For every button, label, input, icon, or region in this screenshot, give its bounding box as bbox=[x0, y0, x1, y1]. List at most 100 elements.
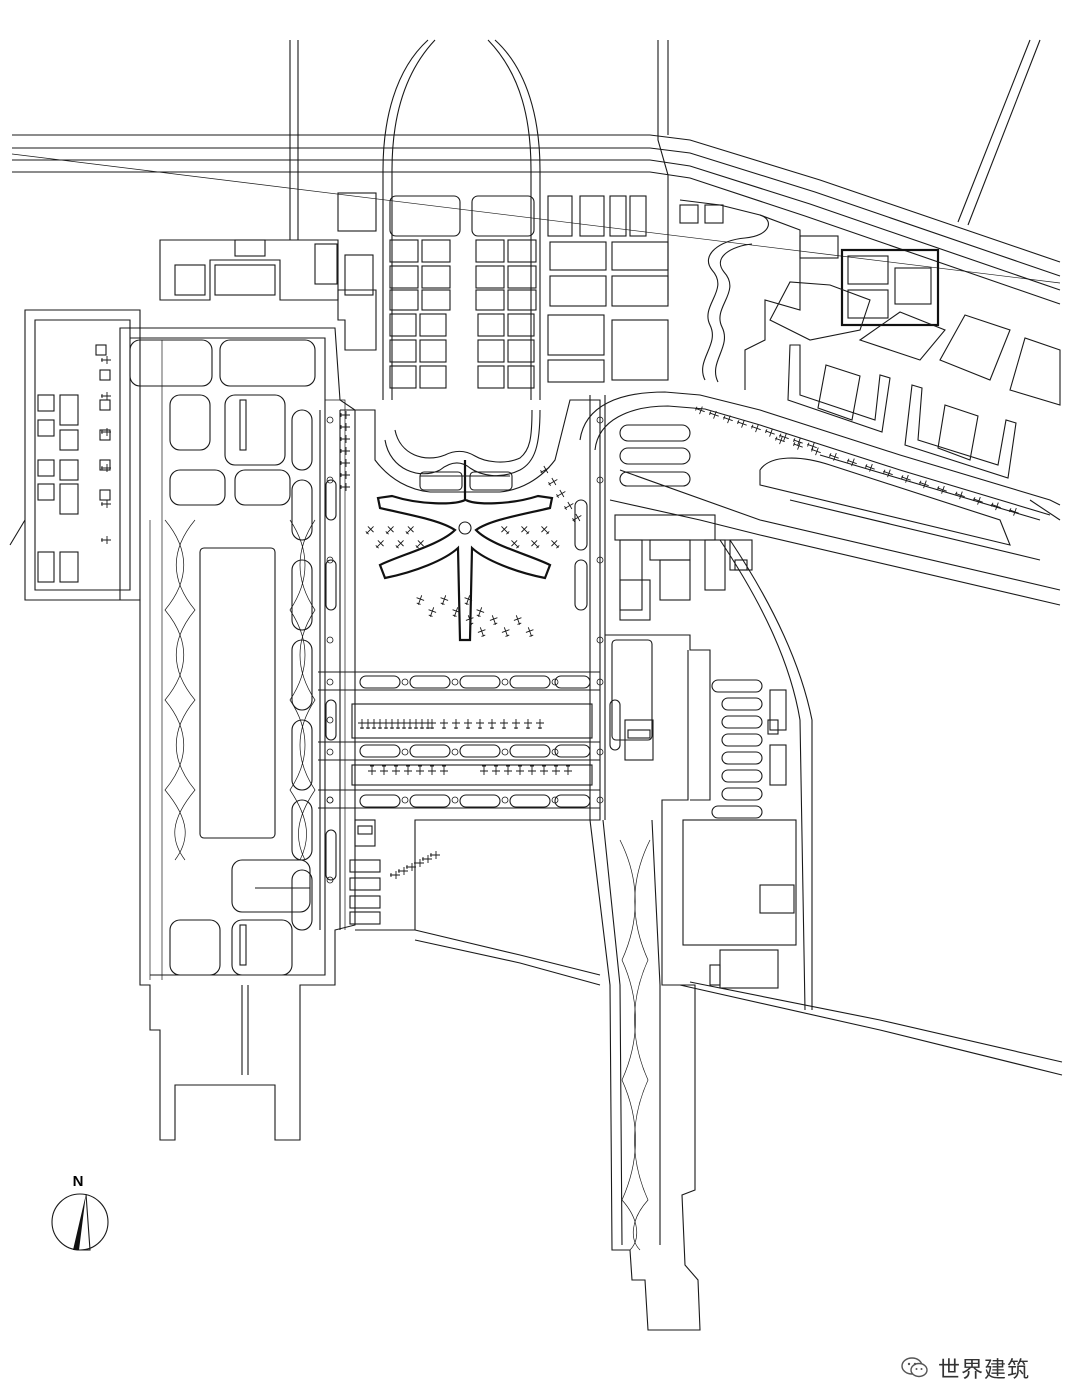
stand-mark bbox=[365, 526, 374, 535]
stand-mark bbox=[521, 526, 530, 535]
central-apron bbox=[291, 395, 621, 931]
south-roads bbox=[414, 929, 1063, 1076]
stand-mark bbox=[709, 410, 719, 419]
stand-mark bbox=[380, 765, 388, 775]
taxiway-node bbox=[451, 678, 459, 686]
north-arrow-icon bbox=[73, 1194, 86, 1250]
northeast-campus bbox=[679, 199, 1061, 479]
stand-mark bbox=[340, 447, 350, 455]
stand-mark bbox=[955, 491, 965, 500]
taxiway-node bbox=[401, 678, 409, 686]
cargo-area bbox=[614, 514, 813, 1011]
stand-mark bbox=[340, 471, 350, 479]
stand-mark bbox=[556, 489, 566, 498]
stand-mark bbox=[340, 435, 350, 443]
taxiway-node bbox=[401, 748, 409, 756]
taxiway-node bbox=[596, 556, 604, 564]
stand-mark bbox=[382, 719, 390, 729]
stand-mark bbox=[388, 719, 396, 729]
stand-mark bbox=[101, 536, 111, 544]
stand-mark bbox=[536, 719, 544, 729]
stand-mark bbox=[513, 615, 522, 625]
stand-mark bbox=[404, 765, 412, 775]
taxiway-node bbox=[596, 416, 604, 424]
stand-mark bbox=[516, 765, 524, 775]
stand-mark bbox=[737, 419, 747, 428]
stand-mark bbox=[440, 765, 448, 775]
stand-mark bbox=[370, 719, 378, 729]
stand-mark bbox=[440, 719, 448, 729]
taxiway-node bbox=[326, 636, 334, 644]
stand-mark bbox=[901, 474, 911, 483]
taxiway-node bbox=[596, 748, 604, 756]
stand-mark bbox=[564, 765, 572, 775]
stand-mark bbox=[392, 765, 400, 775]
highway bbox=[11, 134, 1061, 305]
stand-mark bbox=[564, 501, 574, 510]
stand-mark bbox=[440, 595, 449, 605]
stand-mark bbox=[406, 719, 414, 729]
stand-mark bbox=[528, 765, 536, 775]
stand-mark bbox=[829, 452, 839, 461]
stand-mark bbox=[847, 458, 857, 467]
east-apron-arm bbox=[579, 391, 1061, 606]
stand-mark bbox=[723, 415, 733, 424]
taxiway-node bbox=[451, 796, 459, 804]
stand-mark bbox=[512, 719, 520, 729]
taxiway-node bbox=[596, 796, 604, 804]
taxiway-node bbox=[551, 748, 559, 756]
terminal-building bbox=[376, 409, 554, 642]
stand-mark bbox=[414, 859, 424, 867]
stand-mark bbox=[552, 765, 560, 775]
stand-mark bbox=[424, 719, 432, 729]
stand-mark bbox=[452, 607, 461, 617]
stand-mark bbox=[937, 485, 947, 494]
north-label: N bbox=[73, 1173, 84, 1190]
stand-mark bbox=[368, 765, 376, 775]
taxiway-node bbox=[326, 476, 334, 484]
taxiway-node bbox=[326, 556, 334, 564]
stand-mark bbox=[400, 719, 408, 729]
taxiway-node bbox=[501, 678, 509, 686]
stand-mark bbox=[376, 719, 384, 729]
taxiway-node bbox=[326, 678, 334, 686]
rail-lines-north bbox=[289, 39, 1041, 400]
stand-mark bbox=[779, 433, 789, 442]
stand-mark bbox=[101, 356, 111, 364]
stand-mark bbox=[477, 627, 486, 637]
stand-mark bbox=[465, 615, 474, 625]
stand-mark bbox=[422, 855, 432, 863]
stand-mark bbox=[793, 441, 803, 450]
taxiway-node bbox=[326, 416, 334, 424]
stand-mark bbox=[416, 595, 425, 605]
stand-mark bbox=[525, 627, 534, 637]
taxiway-node bbox=[326, 876, 334, 884]
stand-mark bbox=[340, 411, 350, 419]
stand-mark bbox=[412, 719, 420, 729]
watermark: 世界建筑 bbox=[900, 1352, 1030, 1384]
stand-mark bbox=[464, 719, 472, 729]
watermark-text: 世界建筑 bbox=[938, 1358, 1031, 1383]
stand-mark bbox=[751, 424, 761, 433]
stand-mark bbox=[428, 607, 437, 617]
stand-mark bbox=[492, 765, 500, 775]
stand-mark bbox=[476, 719, 484, 729]
north-arrow: N bbox=[51, 1173, 109, 1251]
stand-mark bbox=[883, 469, 893, 478]
stand-mark bbox=[541, 526, 550, 535]
stand-mark bbox=[358, 719, 366, 729]
stand-mark bbox=[991, 502, 1001, 511]
stand-mark bbox=[340, 423, 350, 431]
stand-mark bbox=[919, 480, 929, 489]
taxiway-node bbox=[596, 636, 604, 644]
stand-mark bbox=[394, 719, 402, 729]
stand-mark bbox=[101, 428, 111, 436]
taxiway-node bbox=[326, 796, 334, 804]
taxiway-node bbox=[596, 678, 604, 686]
stand-mark bbox=[416, 765, 424, 775]
stand-mark bbox=[398, 867, 408, 875]
taxiway-node bbox=[501, 796, 509, 804]
stand-mark bbox=[405, 526, 414, 535]
stand-mark bbox=[531, 540, 540, 549]
